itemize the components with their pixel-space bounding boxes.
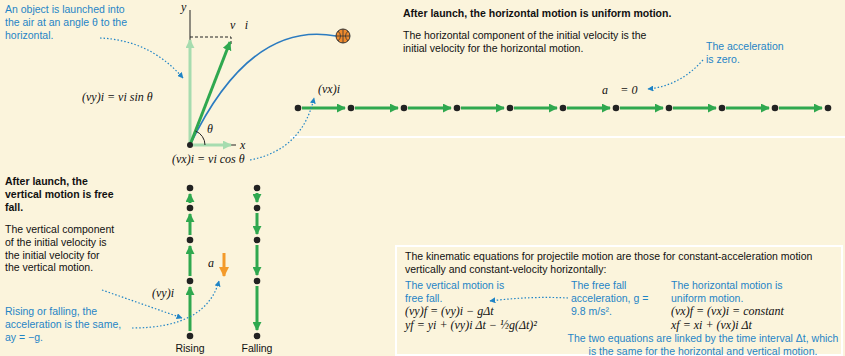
position-dot	[187, 278, 194, 285]
leader-line	[490, 297, 568, 301]
equation: xf = xi + (vx)i Δt	[671, 318, 752, 333]
callout-note: The two equations are linked by the time…	[567, 332, 839, 356]
velocity-arrow	[779, 107, 822, 110]
x-axis	[190, 145, 236, 146]
position-dot	[348, 105, 355, 112]
position-dot	[719, 105, 726, 112]
position-dot	[187, 185, 194, 192]
velocity-arrow	[461, 107, 504, 110]
angle-label: θ	[207, 122, 213, 137]
velocity-arrow	[567, 107, 610, 110]
angle-arc	[195, 131, 205, 145]
leader-line	[132, 281, 219, 328]
origin-dot	[187, 142, 193, 148]
position-dot	[454, 105, 461, 112]
dashed-guide	[190, 37, 231, 46]
equation: (vx)f = (vx)i = constant	[671, 304, 784, 319]
explanation-text: The vertical component of the initial ve…	[5, 223, 117, 274]
column-caption: Falling	[227, 342, 287, 355]
velocity-arrow	[514, 107, 557, 110]
position-dot	[187, 237, 194, 244]
position-dot	[613, 105, 620, 112]
velocity-arrow	[189, 194, 192, 203]
velocity-arrow	[256, 286, 259, 330]
position-dot	[254, 185, 261, 192]
equation-panel: The kinematic equations for projectile m…	[395, 245, 843, 356]
leader-lines	[100, 38, 703, 328]
velocity-arrow	[256, 193, 259, 202]
position-dot	[254, 205, 261, 212]
position-dot	[825, 105, 832, 112]
position-dot	[772, 105, 779, 112]
axis-label: x	[240, 138, 245, 153]
explanation-text: The horizontal component of the initial …	[403, 29, 665, 55]
ball	[336, 29, 350, 43]
panel-rule	[290, 136, 845, 138]
component-label: (vy)i = vi sin θ	[82, 90, 153, 105]
vertical-component	[189, 40, 192, 145]
leader-line	[250, 98, 314, 160]
velocity-arrow	[408, 107, 451, 110]
position-dot	[187, 205, 194, 212]
component-label: (vy)i	[152, 286, 174, 301]
section-heading: After launch, the horizontal motion is u…	[403, 7, 671, 20]
component-label: (vx)i	[318, 82, 340, 97]
callout-note: The vertical motion is free fall.	[405, 279, 517, 305]
velocity-arrow	[726, 107, 769, 110]
vector-label: v⃗i	[230, 18, 248, 33]
leader-line	[100, 38, 183, 78]
velocity-arrow	[189, 287, 192, 331]
ball-body	[336, 29, 350, 43]
falling-motion	[254, 185, 261, 340]
velocity-arrow	[256, 245, 259, 275]
velocity-arrow	[620, 107, 663, 110]
position-dot	[507, 105, 514, 112]
section-heading: After launch, the vertical motion is fre…	[5, 175, 117, 213]
position-dot	[560, 105, 567, 112]
uniform-motion	[295, 105, 832, 112]
position-dot	[254, 333, 261, 340]
velocity-arrow	[189, 214, 192, 235]
position-dot	[187, 333, 194, 340]
velocity-arrow	[189, 246, 192, 276]
velocity-arrow	[302, 107, 345, 110]
position-dot	[254, 237, 261, 244]
equation: (vy)f = (vy)i − gΔt	[405, 304, 494, 319]
callout-note: Rising or falling, the acceleration is t…	[5, 305, 133, 343]
equation: yf = yi + (vy)i Δt − ½g(Δt)²	[405, 318, 537, 333]
callout-note: An object is launched into the air at an…	[5, 3, 133, 41]
vector-label: a⃗	[208, 256, 223, 271]
ball-seams	[336, 29, 350, 43]
callout-note: The horizontal motion is uniform motion.	[671, 279, 783, 305]
position-dot	[254, 278, 261, 285]
component-label: (vx)i = vi cos θ	[172, 152, 245, 167]
panel-heading: The kinematic equations for projectile m…	[405, 250, 837, 276]
velocity-vector	[190, 42, 230, 145]
horizontal-component	[190, 144, 231, 147]
velocity-arrow	[673, 107, 716, 110]
axis-label: y	[181, 0, 186, 15]
position-dot	[401, 105, 408, 112]
callout-note: The free fall acceleration, g = 9.8 m/s²…	[571, 279, 663, 317]
leader-line	[648, 60, 703, 89]
y-axis	[190, 10, 191, 145]
column-caption: Rising	[160, 342, 220, 355]
position-dot	[666, 105, 673, 112]
position-dot	[295, 105, 302, 112]
velocity-arrow	[256, 213, 259, 234]
trajectory	[190, 34, 336, 145]
callout-note: The acceleration is zero.	[706, 40, 790, 66]
velocity-arrow	[355, 107, 398, 110]
vector-label: a⃗ = 0⃗	[602, 83, 647, 98]
